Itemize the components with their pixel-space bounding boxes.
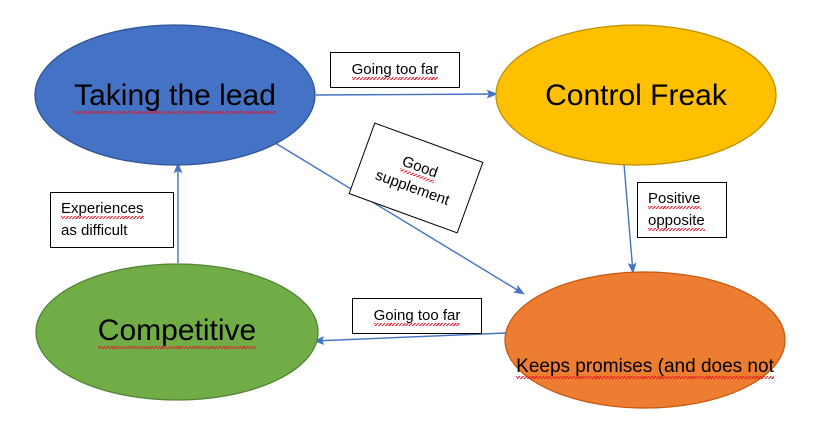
edge-label-text-positive: Positive — [648, 189, 701, 207]
edge-label-going-too-far-bottom[interactable]: Going too far — [352, 298, 482, 334]
edge-label-text-experiences: Experiences — [61, 199, 144, 217]
node-taking-the-lead[interactable] — [34, 24, 316, 166]
edge-label-text-as-difficult: as difficult — [61, 222, 128, 239]
edge-lead-to-control-freak[interactable] — [315, 89, 498, 99]
edge-control-freak-to-keeps-promises[interactable] — [623, 163, 637, 274]
node-control-freak[interactable] — [495, 24, 777, 166]
edge-label-text-going-too-far-bottom: Going too far — [373, 306, 461, 324]
edge-label-experiences-as-difficult[interactable]: Experiences as difficult — [50, 192, 174, 248]
edge-label-text-going-too-far-top: Going too far — [351, 60, 439, 78]
connectors — [173, 89, 637, 346]
edge-label-text-opposite: opposite — [648, 212, 705, 229]
node-keeps-promises[interactable] — [504, 271, 786, 409]
nodes — [34, 24, 786, 409]
edge-label-positive-opposite[interactable]: Positive opposite — [637, 182, 727, 238]
node-competitive[interactable] — [35, 263, 319, 401]
edge-label-going-too-far-top[interactable]: Going too far — [330, 52, 460, 88]
edge-lead-to-keeps-promises[interactable] — [271, 140, 525, 295]
edge-keeps-promises-to-competitive[interactable] — [313, 332, 507, 346]
